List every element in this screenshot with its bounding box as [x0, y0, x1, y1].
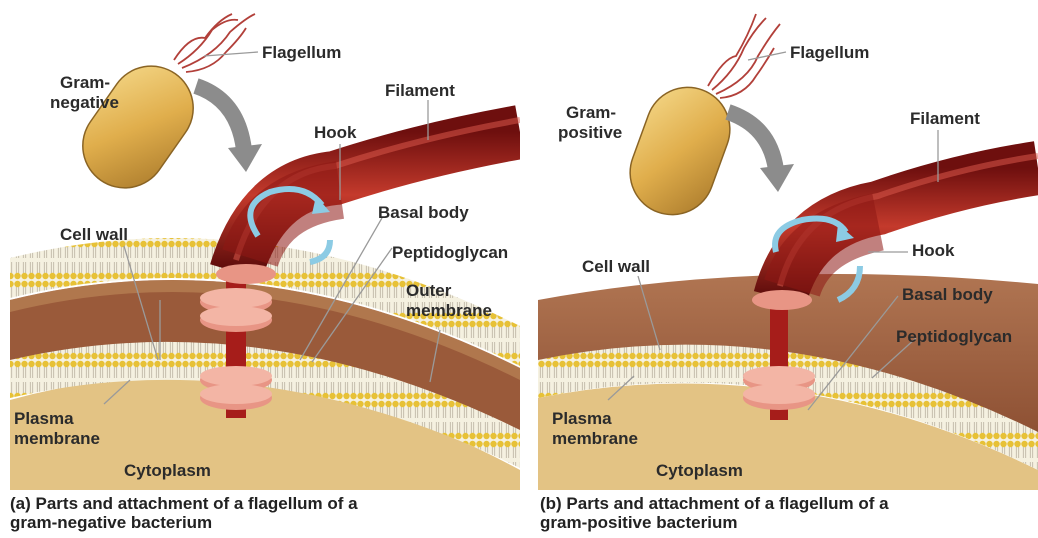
label-hook: Hook — [314, 123, 357, 142]
label-plasma-line2: membrane — [14, 429, 100, 448]
diagram-gram-negative: Flagellum Gram- negative Filament Hook C… — [0, 0, 520, 490]
label-cytoplasm: Cytoplasm — [124, 461, 211, 480]
label-basal-body: Basal body — [902, 285, 993, 304]
caption-b: (b) Parts and attachment of a flagellum … — [540, 494, 889, 532]
basal-body — [743, 366, 815, 410]
label-gram-line2: positive — [558, 123, 622, 142]
label-cell-wall: Cell wall — [60, 225, 128, 244]
panel-gram-positive: Flagellum Gram- positive Filament Hook C… — [538, 0, 1038, 538]
caption-a: (a) Parts and attachment of a flagellum … — [10, 494, 358, 532]
label-outer-line2: membrane — [406, 301, 492, 320]
caption-b-line1: (b) Parts and attachment of a flagellum … — [540, 494, 889, 513]
label-outer-line1: Outer — [406, 281, 452, 300]
label-peptidoglycan: Peptidoglycan — [896, 327, 1012, 346]
caption-a-line1: (a) Parts and attachment of a flagellum … — [10, 494, 358, 513]
label-plasma-line2: membrane — [552, 429, 638, 448]
label-flagellum: Flagellum — [262, 43, 341, 62]
label-flagellum: Flagellum — [790, 43, 869, 62]
caption-a-line2: gram-negative bacterium — [10, 513, 358, 532]
label-plasma-line1: Plasma — [14, 409, 74, 428]
label-plasma-line1: Plasma — [552, 409, 612, 428]
label-gram-line2: negative — [50, 93, 119, 112]
label-cytoplasm: Cytoplasm — [656, 461, 743, 480]
label-gram-line1: Gram- — [60, 73, 110, 92]
diagram-gram-positive: Flagellum Gram- positive Filament Hook C… — [538, 0, 1038, 490]
zoom-arrow — [196, 86, 244, 150]
zoom-arrow — [728, 112, 776, 170]
label-peptidoglycan: Peptidoglycan — [392, 243, 508, 262]
label-basal-body: Basal body — [378, 203, 469, 222]
label-gram-line1: Gram- — [566, 103, 616, 122]
label-filament: Filament — [385, 81, 455, 100]
panel-gram-negative: Flagellum Gram- negative Filament Hook C… — [0, 0, 520, 538]
label-filament: Filament — [910, 109, 980, 128]
label-cell-wall: Cell wall — [582, 257, 650, 276]
label-hook: Hook — [912, 241, 955, 260]
caption-b-line2: gram-positive bacterium — [540, 513, 889, 532]
